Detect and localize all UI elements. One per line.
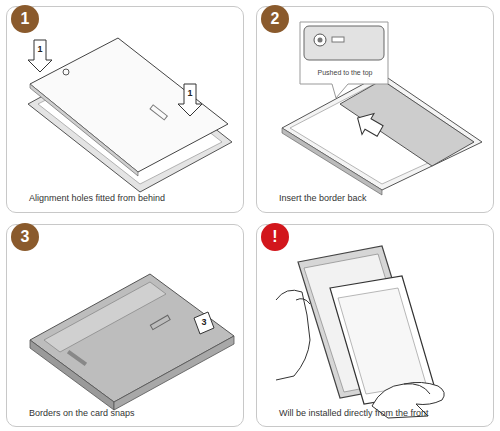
step-caption: Alignment holes fitted from behind — [29, 193, 239, 203]
hands-phone-illustration — [276, 246, 444, 418]
phone-assembled-illustration — [30, 274, 234, 410]
step-badge: 2 — [261, 5, 289, 33]
step-number: 3 — [11, 223, 39, 251]
step-caption: Will be installed directly from the fron… — [279, 408, 489, 418]
step-panel: 1Alignment holes fitted from behind — [6, 6, 244, 213]
phone-slide-illustration — [282, 22, 482, 195]
callout-number: 3 — [198, 317, 210, 327]
step-caption: Borders on the card snaps — [29, 408, 239, 418]
step-badge: 1 — [11, 5, 39, 33]
callout-text: Pushed to the top — [305, 69, 385, 76]
step-caption: Insert the border back — [279, 193, 489, 203]
step-panel: ! Will be installed directly from the fro… — [256, 224, 494, 427]
step-number: 2 — [261, 5, 289, 33]
callout-number: 1 — [184, 88, 196, 98]
step-badge: 3 — [11, 223, 39, 251]
callout-bubble: Pushed to the top — [301, 23, 389, 85]
warning-badge: ! — [261, 223, 289, 251]
step-number: 1 — [11, 5, 39, 33]
step-number: ! — [261, 223, 289, 251]
step-panel: 3Borders on the card snaps — [6, 224, 244, 427]
step-panel: 2Pushed to the topInsert the border back — [256, 6, 494, 213]
callout-number: 1 — [34, 44, 46, 54]
phone-frame-illustration — [28, 38, 232, 192]
